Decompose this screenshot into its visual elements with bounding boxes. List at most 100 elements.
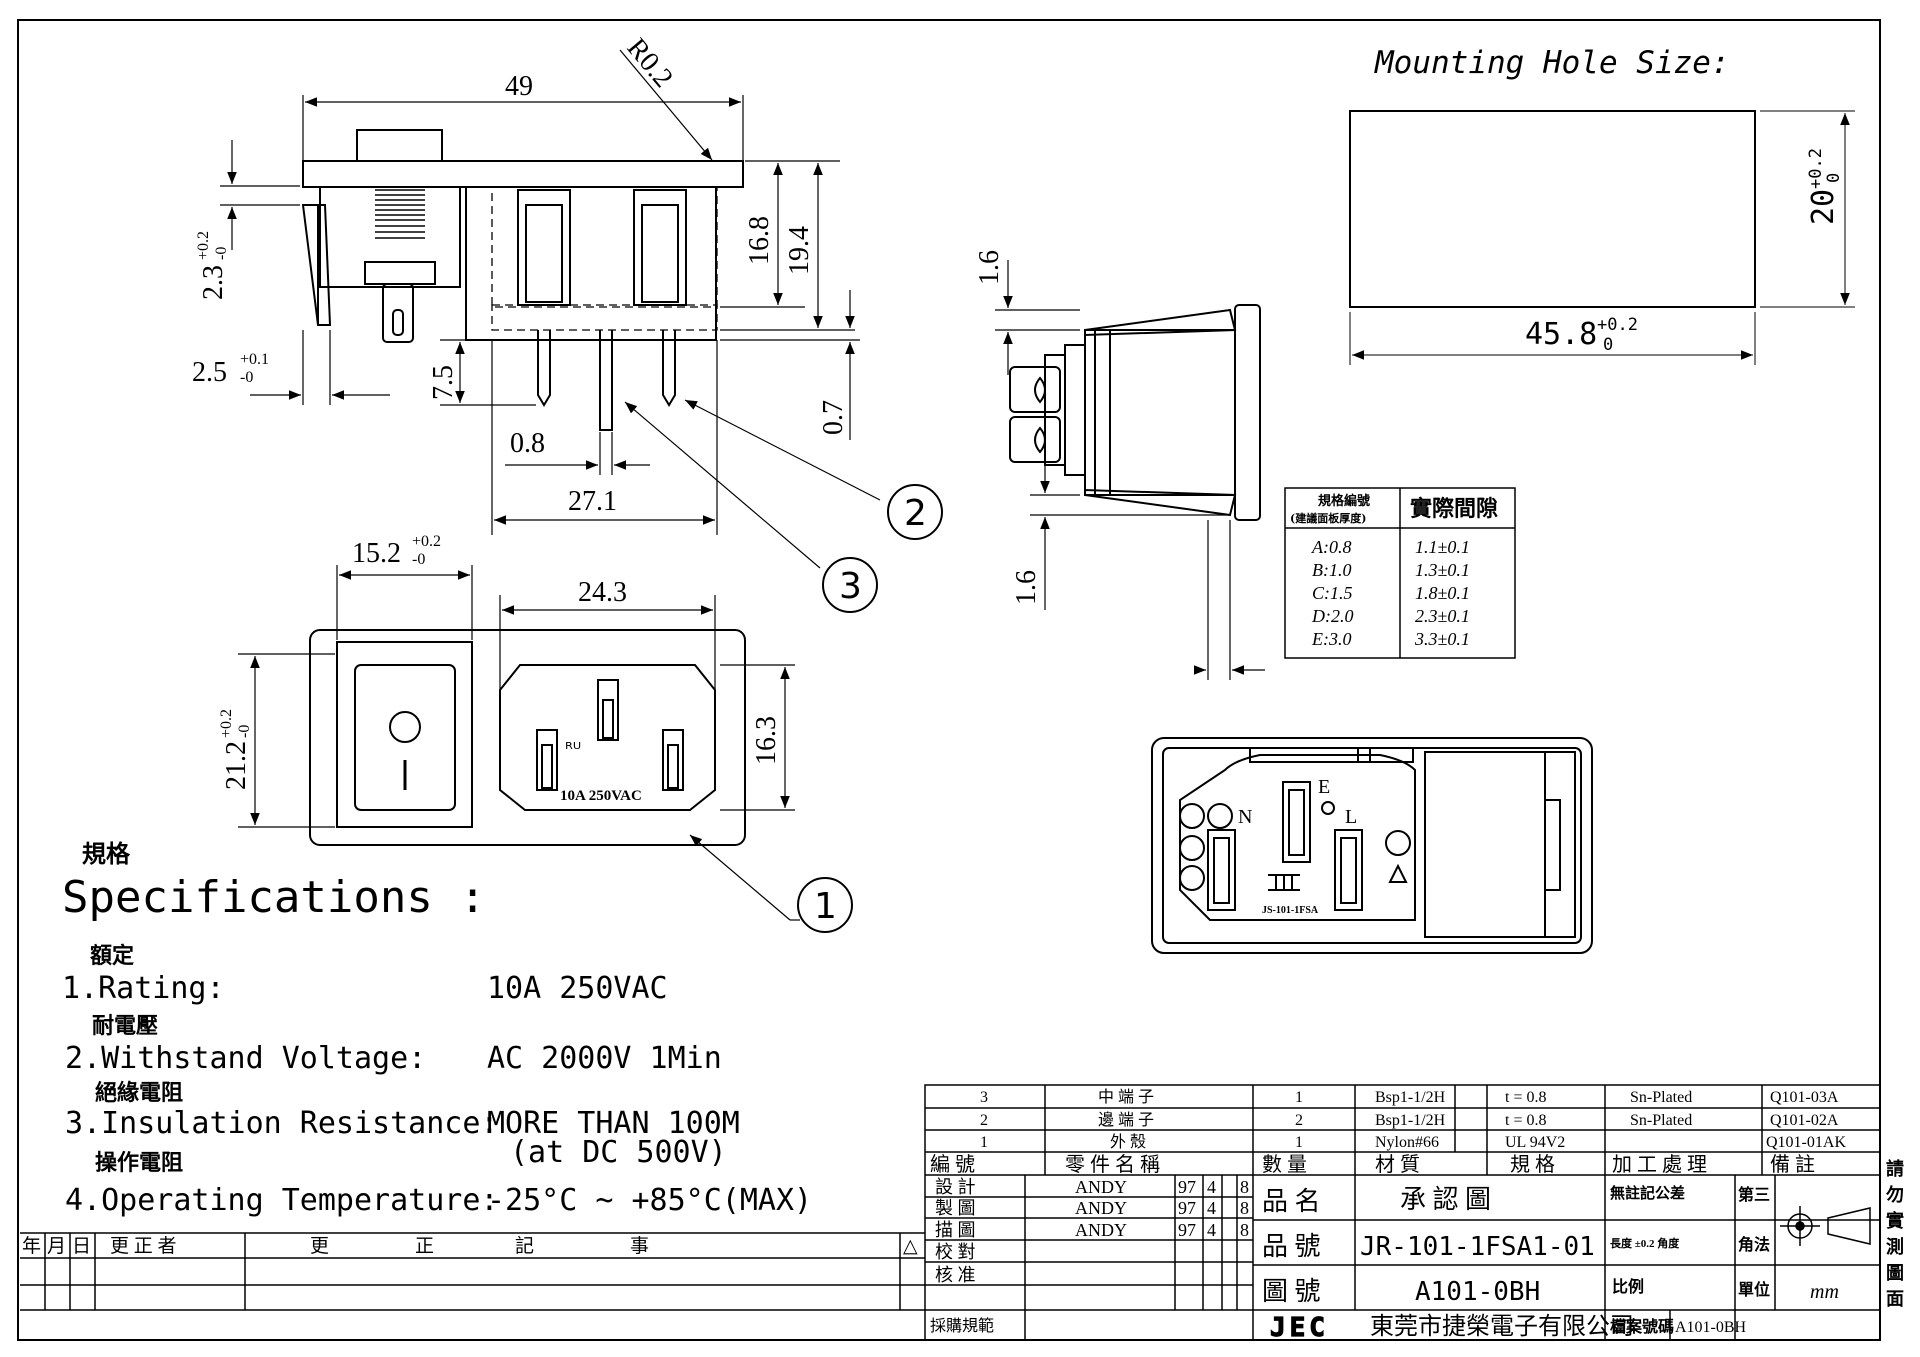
- part-qty: 1: [1295, 1089, 1303, 1106]
- part-name: 外 殼: [1110, 1133, 1146, 1151]
- parts-rows: 3 中 端 子 1 Bsp1-1/2H t = 0.8 Sn-Plated Q1…: [980, 1088, 1846, 1151]
- spec-value: 10A 250VAC: [487, 971, 668, 1006]
- part-qty: 1: [1295, 1134, 1303, 1151]
- top-view-dim-text: 49 R0.2 2.3 +0.2 -0 2.5 +0.1 -0 16.8 19.…: [192, 33, 849, 517]
- part-name: 邊 端 子: [1098, 1111, 1154, 1129]
- role-day: 8: [1240, 1177, 1249, 1197]
- dim-15-2-tol-lower: -0: [412, 551, 425, 568]
- spec-heading-cn: 規格: [82, 839, 131, 868]
- side-note-char: 測: [1886, 1236, 1904, 1257]
- side-view: [1009, 304, 1261, 521]
- dim-2-5: 2.5: [192, 357, 227, 388]
- part-spec: t = 0.8: [1505, 1089, 1546, 1106]
- dim-27-1: 27.1: [568, 486, 617, 517]
- dim-0-7: 0.7: [818, 400, 849, 435]
- parts-list-grid: [924, 1084, 1881, 1341]
- unit-value: mm: [1810, 1281, 1839, 1303]
- spec-label: 3.Insulation Resistance:: [65, 1106, 498, 1141]
- role-year: 97: [1178, 1198, 1196, 1218]
- spec-label: 2.Withstand Voltage:: [65, 1041, 426, 1076]
- side-note-char: 圖: [1886, 1263, 1904, 1283]
- role-month: 4: [1207, 1198, 1216, 1218]
- spec-cn: 操作電阻: [95, 1150, 183, 1176]
- parts-header-material: 材 質: [1375, 1153, 1420, 1176]
- role-label: 核 准: [935, 1265, 976, 1285]
- mounting-title: Mounting Hole Size:: [1374, 45, 1730, 81]
- role-month: 4: [1207, 1177, 1216, 1197]
- part-no: 2: [980, 1112, 988, 1129]
- parts-header-spec: 規 格: [1510, 1153, 1555, 1176]
- role-day: 8: [1240, 1220, 1249, 1240]
- revision-headers: 年 月 日 更 正 者 更 正 記 事 △: [22, 1235, 918, 1257]
- front-view-dim-text: 15.2 +0.2 -0 24.3 21.2 +0.2 -0 16.3 10A …: [218, 533, 782, 804]
- role-name: ANDY: [1075, 1177, 1127, 1197]
- mounting-height-tol-lower: 0: [1824, 173, 1844, 183]
- back-label-n: N: [1238, 806, 1252, 828]
- dim-2-3-tol-lower: -0: [213, 247, 230, 260]
- dim-r02: R0.2: [621, 33, 679, 94]
- part-remark: Q101-03A: [1770, 1089, 1839, 1106]
- file-no-label: 檔案號碼: [1610, 1317, 1674, 1336]
- scale-label: 比例: [1612, 1277, 1644, 1296]
- role-month: 4: [1207, 1220, 1216, 1240]
- angle-label-2: 角法: [1738, 1235, 1770, 1254]
- role-name: ANDY: [1075, 1198, 1127, 1218]
- spec-value: MORE THAN 100M: [487, 1106, 740, 1141]
- gap-table-header-left-sub: (建議面板厚度): [1290, 511, 1366, 525]
- back-label-l: L: [1345, 806, 1357, 828]
- dim-15-2: 15.2: [352, 538, 401, 569]
- parts-header-name: 零 件 名 稱: [1065, 1153, 1160, 1176]
- parts-header-no: 編 號: [930, 1153, 975, 1176]
- part-material: Nylon#66: [1375, 1134, 1439, 1151]
- gap-row-spec: B:1.0: [1312, 560, 1352, 580]
- side-note-char: 勿: [1885, 1184, 1904, 1205]
- top-view: [301, 129, 744, 431]
- dim-15-2-tol: +0.2: [412, 533, 441, 550]
- drawing-no-label: 圖 號: [1262, 1277, 1321, 1306]
- projection-symbol-icon: [1780, 1206, 1871, 1246]
- gap-table-header-left: 規格編號: [1318, 493, 1370, 509]
- spec-heading: Specifications :: [62, 872, 486, 923]
- spec-cn: 額定: [90, 943, 134, 969]
- spec-value: AC 2000V 1Min: [487, 1041, 722, 1076]
- side-note-char: 請: [1886, 1158, 1904, 1179]
- gap-row-gap: 1.8±0.1: [1415, 583, 1470, 603]
- parts-header-finish: 加 工 處 理: [1612, 1153, 1707, 1176]
- dim-2-5-tol-lower: -0: [240, 369, 253, 386]
- gap-table: [1284, 487, 1516, 659]
- gap-table-rows: A:0.8 1.1±0.1 B:1.0 1.3±0.1 C:1.5 1.8±0.…: [1311, 537, 1470, 649]
- mounting-hole-view: Mounting Hole Size: 20 +0.2 0 45.8 +0.2 …: [1349, 45, 1855, 365]
- tolerance-label: 無註記公差: [1610, 1184, 1685, 1202]
- part-qty: 2: [1295, 1112, 1303, 1129]
- product-name-label: 品 名: [1262, 1187, 1321, 1216]
- company-logo: JEC: [1269, 1312, 1325, 1343]
- back-view-labels: N E L JS-101-1FSA: [1238, 776, 1357, 916]
- spec-label: 1.Rating:: [62, 971, 225, 1006]
- role-name: ANDY: [1075, 1220, 1127, 1240]
- top-view-dimensions: [220, 49, 860, 535]
- dim-19-4: 19.4: [784, 226, 815, 275]
- title-block-roles: 設 計 ANDY 97 4 8 製 圖 ANDY 97 4 8 描 圖 ANDY…: [930, 1177, 1249, 1335]
- role-label: 校 對: [935, 1242, 976, 1262]
- product-no-label: 品 號: [1262, 1232, 1321, 1261]
- spec-label: 4.Operating Temperature:: [65, 1183, 498, 1218]
- dim-2-5-tol: +0.1: [240, 351, 269, 368]
- parts-header-remark: 備 註: [1770, 1153, 1815, 1176]
- angle-label-1: 第三: [1738, 1185, 1770, 1204]
- product-name: 承 認 圖: [1400, 1185, 1491, 1214]
- callout-3: 3: [822, 557, 878, 613]
- drawing-no: A101-0BH: [1415, 1277, 1540, 1307]
- role-day: 8: [1240, 1198, 1249, 1218]
- role-label: 製 圖: [935, 1198, 976, 1218]
- back-model-mark: JS-101-1FSA: [1262, 905, 1319, 916]
- side-view-dim-text: 1.6 1.6: [974, 250, 1042, 605]
- callout-2-label: 2: [904, 493, 927, 534]
- side-note: 請 勿 實 測 圖 面: [1885, 1158, 1904, 1309]
- mounting-width-dim: 45.8: [1525, 317, 1597, 352]
- company-name: 東莞市捷榮電子有限公司: [1370, 1313, 1634, 1340]
- parts-header-qty: 數 量: [1262, 1153, 1307, 1176]
- rev-header-day: 日: [72, 1236, 91, 1257]
- title-block-fields: 品 名 承 認 圖 品 號 JR-101-1FSA1-01 圖 號 A101-0…: [1262, 1184, 1839, 1340]
- spec-cn: 絕緣電阻: [95, 1080, 183, 1106]
- rev-header-editor: 更 正 者: [110, 1235, 177, 1257]
